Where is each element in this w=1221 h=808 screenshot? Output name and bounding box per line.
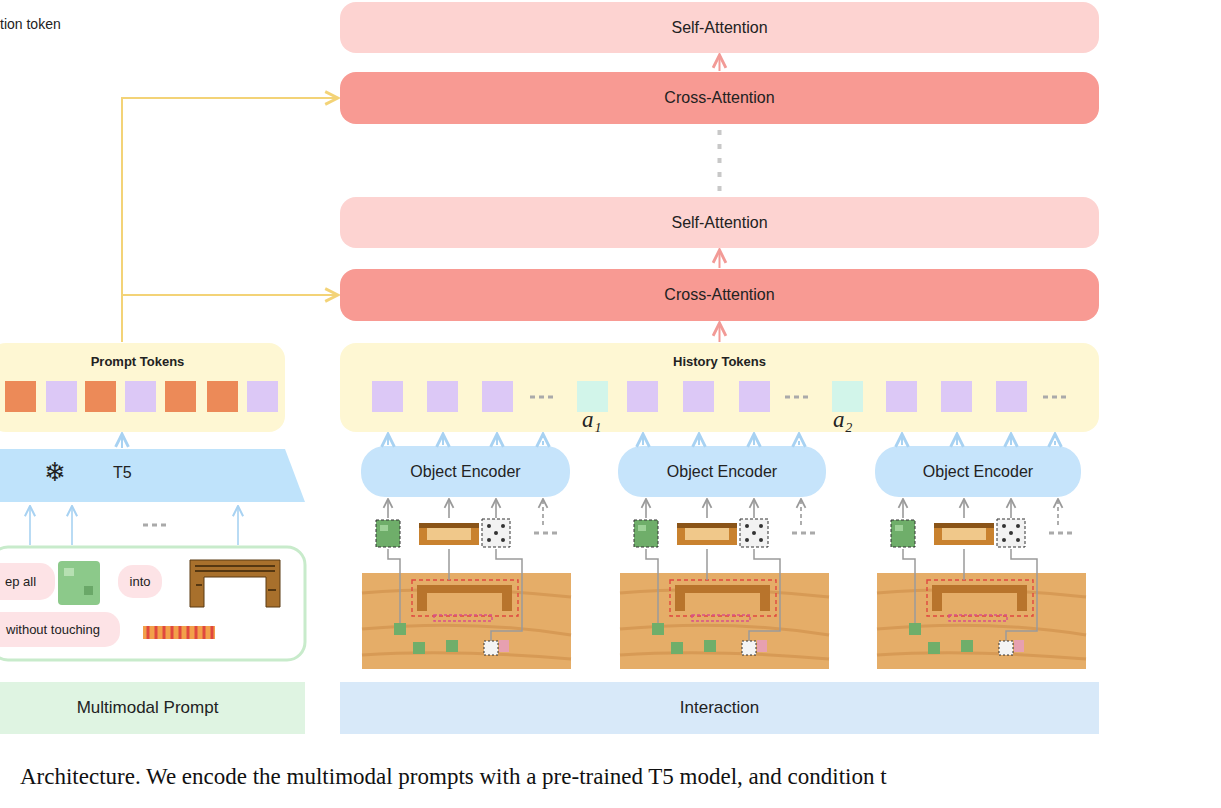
connector-line [718, 130, 722, 191]
node-text: Prompt Tokens [91, 354, 185, 369]
token-panel: Prompt Tokens [0, 343, 285, 432]
flow-arrow [902, 434, 1055, 445]
flow-arrow [643, 434, 799, 445]
encoder-trapezoid: ❄ T5 [0, 449, 305, 502]
section-band: Multimodal Prompt [0, 682, 305, 734]
process-box: Object Encoder [618, 446, 826, 497]
attention-block: Self-Attention [340, 2, 1099, 53]
connector-line [1010, 434, 1012, 445]
node-text: Object Encoder [923, 463, 1033, 481]
interaction-scene [877, 499, 1086, 669]
node-text: ❄ [44, 457, 66, 488]
flow-arrow [719, 130, 720, 191]
flow-arrow [122, 98, 338, 342]
node-text: Cross-Attention [664, 286, 774, 304]
node-text: Self-Attention [671, 214, 767, 232]
node-text: Object Encoder [410, 463, 520, 481]
connector-line [798, 434, 800, 445]
connector-line [642, 434, 644, 445]
token-panel: History Tokens [340, 343, 1099, 432]
connector-line [121, 434, 123, 448]
legend-fragment-text: tion token [0, 16, 61, 32]
figure-caption: Architecture. We encode the multimodal p… [20, 764, 887, 790]
connector-line [901, 434, 903, 445]
node-text: T5 [113, 464, 132, 482]
flow-arrow [388, 434, 543, 445]
node-text: Multimodal Prompt [77, 698, 219, 718]
node-text: ep all [5, 574, 36, 589]
attention-block: Cross-Attention [340, 269, 1099, 321]
prompt-word-chip: ep all [0, 563, 55, 600]
flow-arrow [122, 295, 338, 342]
flow-arrow [719, 55, 720, 71]
connector-line [122, 98, 338, 342]
node-text: Cross-Attention [664, 89, 774, 107]
node-text: without touching [6, 622, 100, 637]
flow-arrow [122, 434, 123, 448]
node-text: History Tokens [673, 354, 766, 369]
connector-line [698, 434, 700, 445]
connector-line [753, 434, 755, 445]
connector-line [719, 323, 721, 342]
connector-line [442, 434, 444, 445]
prompt-word-chip: into [118, 565, 162, 598]
interaction-scene [362, 499, 571, 669]
process-box: Object Encoder [875, 446, 1081, 497]
attention-block: Self-Attention [340, 197, 1099, 248]
interaction-scene [620, 499, 829, 669]
action-label: a₂ [833, 407, 853, 433]
node-text: into [130, 574, 151, 589]
node-text: Interaction [680, 698, 759, 718]
node-text: Self-Attention [671, 19, 767, 37]
connector-line [122, 295, 338, 342]
connector-line [956, 434, 958, 445]
connector-line [387, 434, 389, 445]
connector-line [496, 434, 498, 445]
process-box: Object Encoder [361, 446, 570, 497]
prompt-word-chip: without touching [0, 612, 120, 647]
action-label: a₁ [582, 407, 602, 433]
flow-arrow [719, 250, 720, 268]
section-band: Interaction [340, 682, 1099, 734]
attention-block: Cross-Attention [340, 72, 1099, 124]
connector-line [542, 434, 544, 445]
connector-line [1054, 434, 1056, 445]
flow-arrow [719, 323, 720, 342]
connector-line [719, 250, 721, 268]
node-text: Object Encoder [667, 463, 777, 481]
connector-line [719, 55, 721, 71]
